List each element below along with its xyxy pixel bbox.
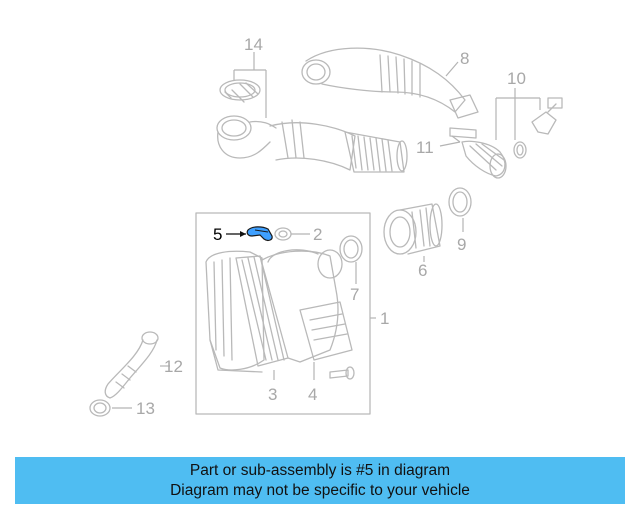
callout-7: 7 — [350, 285, 359, 304]
part-14-intake-duct — [216, 79, 408, 173]
part-2-grommet — [274, 227, 292, 241]
banner-disclaimer: Diagram may not be specific to your vehi… — [170, 482, 470, 499]
callout-9: 9 — [457, 235, 466, 254]
callout-11: 11 — [416, 138, 434, 157]
callout-14: 14 — [244, 35, 263, 54]
part-6-airflow-meter — [383, 203, 443, 255]
callout-3: 3 — [268, 385, 277, 404]
part-1-assembly-frame — [195, 212, 371, 415]
info-banner: Part or sub-assembly is #5 in diagram Di… — [15, 457, 625, 504]
callout-8: 8 — [460, 49, 469, 68]
callout-4: 4 — [308, 385, 317, 404]
part-12-lower-hose — [104, 331, 159, 399]
part-5-bracket — [246, 226, 273, 242]
part-10-fittings — [513, 97, 563, 159]
callout-6: 6 — [418, 261, 427, 280]
part-7-o-ring — [339, 235, 363, 263]
leader-lines — [112, 52, 541, 409]
callout-5: 5 — [213, 225, 222, 244]
callout-12: 12 — [164, 357, 183, 376]
callout-13: 13 — [136, 399, 155, 418]
callout-2: 2 — [313, 225, 322, 244]
callout-10: 10 — [507, 69, 526, 88]
parts-diagram: 14 8 10 11 2 5 9 6 7 1 12 3 4 13 — [89, 35, 563, 418]
part-8-intake-hose — [301, 47, 479, 119]
part-11-elbow — [449, 127, 507, 179]
banner-part-note: Part or sub-assembly is #5 in diagram — [189, 462, 451, 479]
callout-1: 1 — [380, 309, 389, 328]
callout-5-arrow — [226, 231, 246, 237]
part-13-clamp — [89, 399, 111, 417]
callout-numbers: 14 8 10 11 2 5 9 6 7 1 12 3 4 13 — [136, 35, 526, 418]
part-9-seal — [448, 187, 472, 217]
bolt — [329, 366, 355, 380]
air-cleaner-housing — [205, 249, 353, 373]
